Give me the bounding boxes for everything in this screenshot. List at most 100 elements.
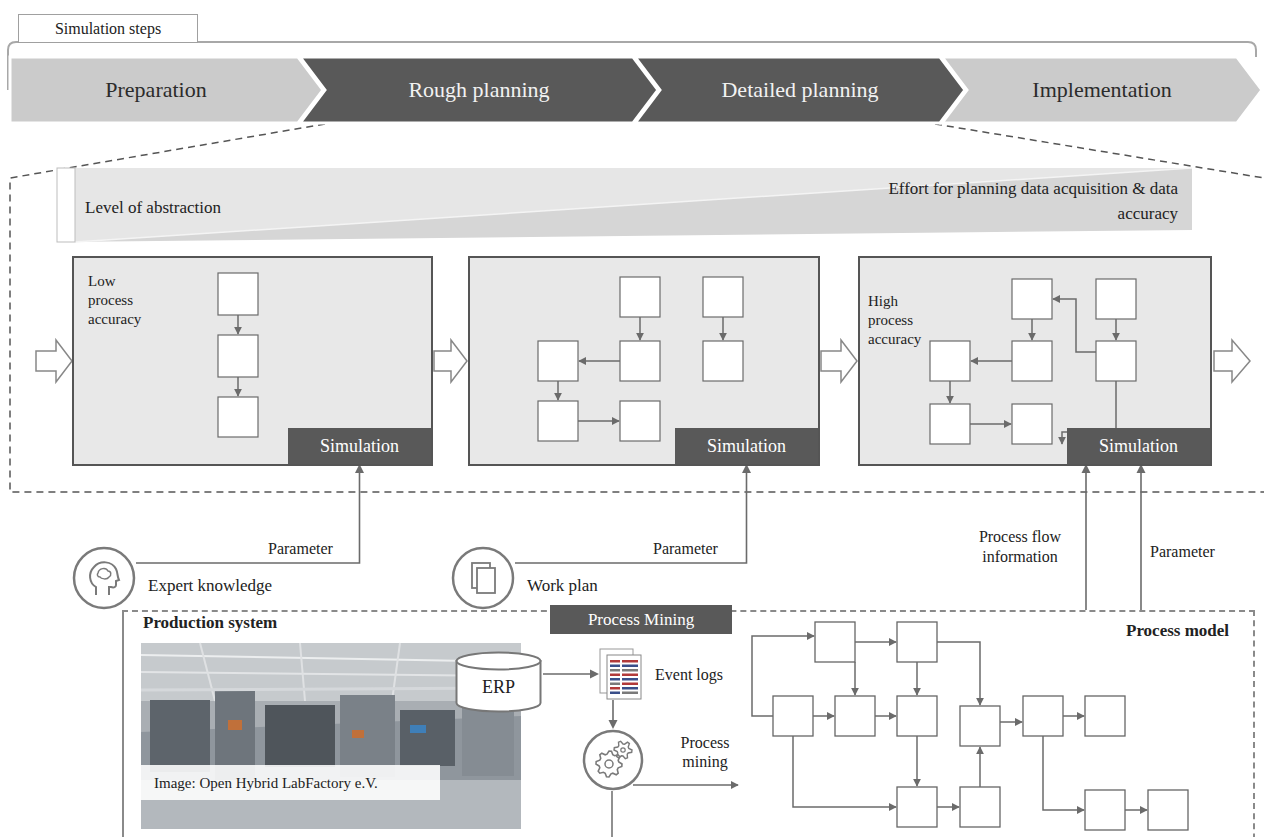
process-model-box-part	[1023, 696, 1063, 736]
process-model-arrow-part	[979, 747, 981, 787]
abstraction-wedge-part	[58, 168, 1192, 242]
event-log-icon-part-part	[610, 660, 620, 663]
process-model-arrow-part	[752, 636, 814, 716]
event-log-icon-part-part	[622, 674, 638, 677]
connector	[609, 700, 618, 729]
region-heading: Production system	[143, 613, 277, 633]
process-step-box-part	[703, 341, 743, 381]
abstraction-wedge-part	[75, 168, 1192, 242]
tag-label: Simulation	[320, 436, 399, 457]
source-icon: Work plan	[451, 546, 515, 610]
process-step-box-part	[1096, 341, 1136, 381]
connector	[515, 464, 751, 563]
event-log-icon-part-part	[622, 665, 638, 668]
process-step-box-part	[930, 341, 970, 381]
event-log-icon-part-part	[610, 687, 620, 690]
zoom-lines-part	[10, 124, 1264, 492]
tab-label: Simulation steps	[55, 20, 161, 38]
process-step-arrow-part	[1115, 319, 1117, 340]
database-cylinder: ERP	[454, 651, 543, 713]
process-step-box-part	[538, 401, 578, 441]
process-model-box-part	[897, 787, 937, 827]
source-icon-part-part	[97, 569, 110, 579]
gear-icon-part-part	[596, 751, 622, 777]
arrow-head	[590, 670, 599, 679]
source-icon: Expert knowledge	[72, 546, 136, 610]
phase-label: Detailed planning	[721, 77, 878, 103]
axis-label: Effort for planning data acquisition & d…	[878, 177, 1178, 226]
factory-photo-part	[150, 700, 210, 772]
event-log-icon-part-part	[610, 692, 620, 695]
icon-label: Event logs	[655, 666, 723, 684]
process-model-arrow-part	[937, 642, 980, 705]
icon-label: Expert knowledge	[148, 576, 272, 596]
process-model-box-part	[897, 622, 937, 662]
process-model-arrow-part	[854, 662, 856, 695]
process-model-arrow-part	[793, 736, 896, 807]
icon-label: Process mining	[668, 733, 742, 771]
event-log-icon-part-part	[622, 660, 638, 663]
factory-photo-part	[400, 710, 455, 766]
process-step-arrow-part	[237, 377, 239, 396]
process-step-box-part	[1012, 404, 1052, 444]
phase-chevron: Detailed planning	[635, 57, 965, 123]
gear-icon-part	[582, 729, 644, 791]
process-step-box-part	[218, 273, 258, 315]
process-step-box-part	[620, 341, 660, 381]
model-panel: Simulation	[468, 256, 820, 466]
panel-fill	[72, 256, 1212, 466]
process-step-arrow-part	[1053, 299, 1096, 352]
process-step-box-part	[620, 401, 660, 441]
process-mining-tab: Process Mining	[550, 605, 732, 634]
simulation-tag: Simulation	[675, 428, 818, 464]
source-icon-part-part	[90, 562, 119, 595]
process-step-arrow-part	[579, 360, 620, 362]
edge-label: Process flow information	[958, 527, 1082, 567]
process-step-arrow	[238, 299, 1116, 444]
phase-chevron: Rough planning	[300, 57, 658, 123]
event-log-icon-part-part	[607, 655, 641, 699]
factory-photo-part	[265, 705, 335, 767]
event-log-icon: Event logs	[599, 648, 642, 700]
connector-line	[1140, 472, 1142, 610]
source-icon-part	[451, 546, 515, 610]
process-model-arrow-part	[855, 641, 896, 643]
phase-chevron-part-part	[300, 57, 658, 123]
connector	[136, 464, 364, 563]
block-arrow	[821, 340, 857, 382]
phase-chevron-part-part	[635, 57, 965, 123]
event-log-icon-part-part	[622, 669, 638, 672]
process-model-box-part	[960, 787, 1000, 827]
source-icon-part	[72, 546, 136, 610]
connector-line	[515, 472, 747, 563]
process-model-arrow-part	[1000, 721, 1022, 723]
block-arrow	[434, 340, 467, 382]
mining-arrow-part	[611, 791, 613, 837]
event-log-icon-part-part	[622, 683, 638, 686]
region-heading: Process model	[1126, 621, 1229, 641]
phase-chevron-part-part	[10, 57, 323, 123]
abstraction-wedge-part	[75, 168, 1192, 242]
tag-label: Simulation	[1099, 436, 1178, 457]
factory-photo-part	[141, 765, 440, 800]
process-model-box	[773, 622, 1188, 830]
icon-label: Work plan	[527, 576, 598, 596]
event-log-icon-part-part	[610, 674, 620, 677]
phase-tab: Simulation steps	[18, 14, 198, 43]
process-model-arrow-part	[875, 715, 896, 717]
factory-photo-part	[392, 643, 400, 701]
process-model-arrow-part	[813, 715, 834, 717]
event-log-icon-part-part	[622, 687, 638, 690]
process-model-box-part	[815, 622, 855, 662]
source-icon-part-part	[74, 548, 134, 608]
panel-fill-part	[858, 256, 1212, 466]
process-step-box	[218, 273, 1136, 444]
event-log-icon-part-part	[610, 665, 620, 668]
process-step-box-part	[218, 335, 258, 377]
connector-line	[612, 700, 614, 721]
connector-line	[543, 673, 591, 675]
tag-label: Simulation	[707, 436, 786, 457]
